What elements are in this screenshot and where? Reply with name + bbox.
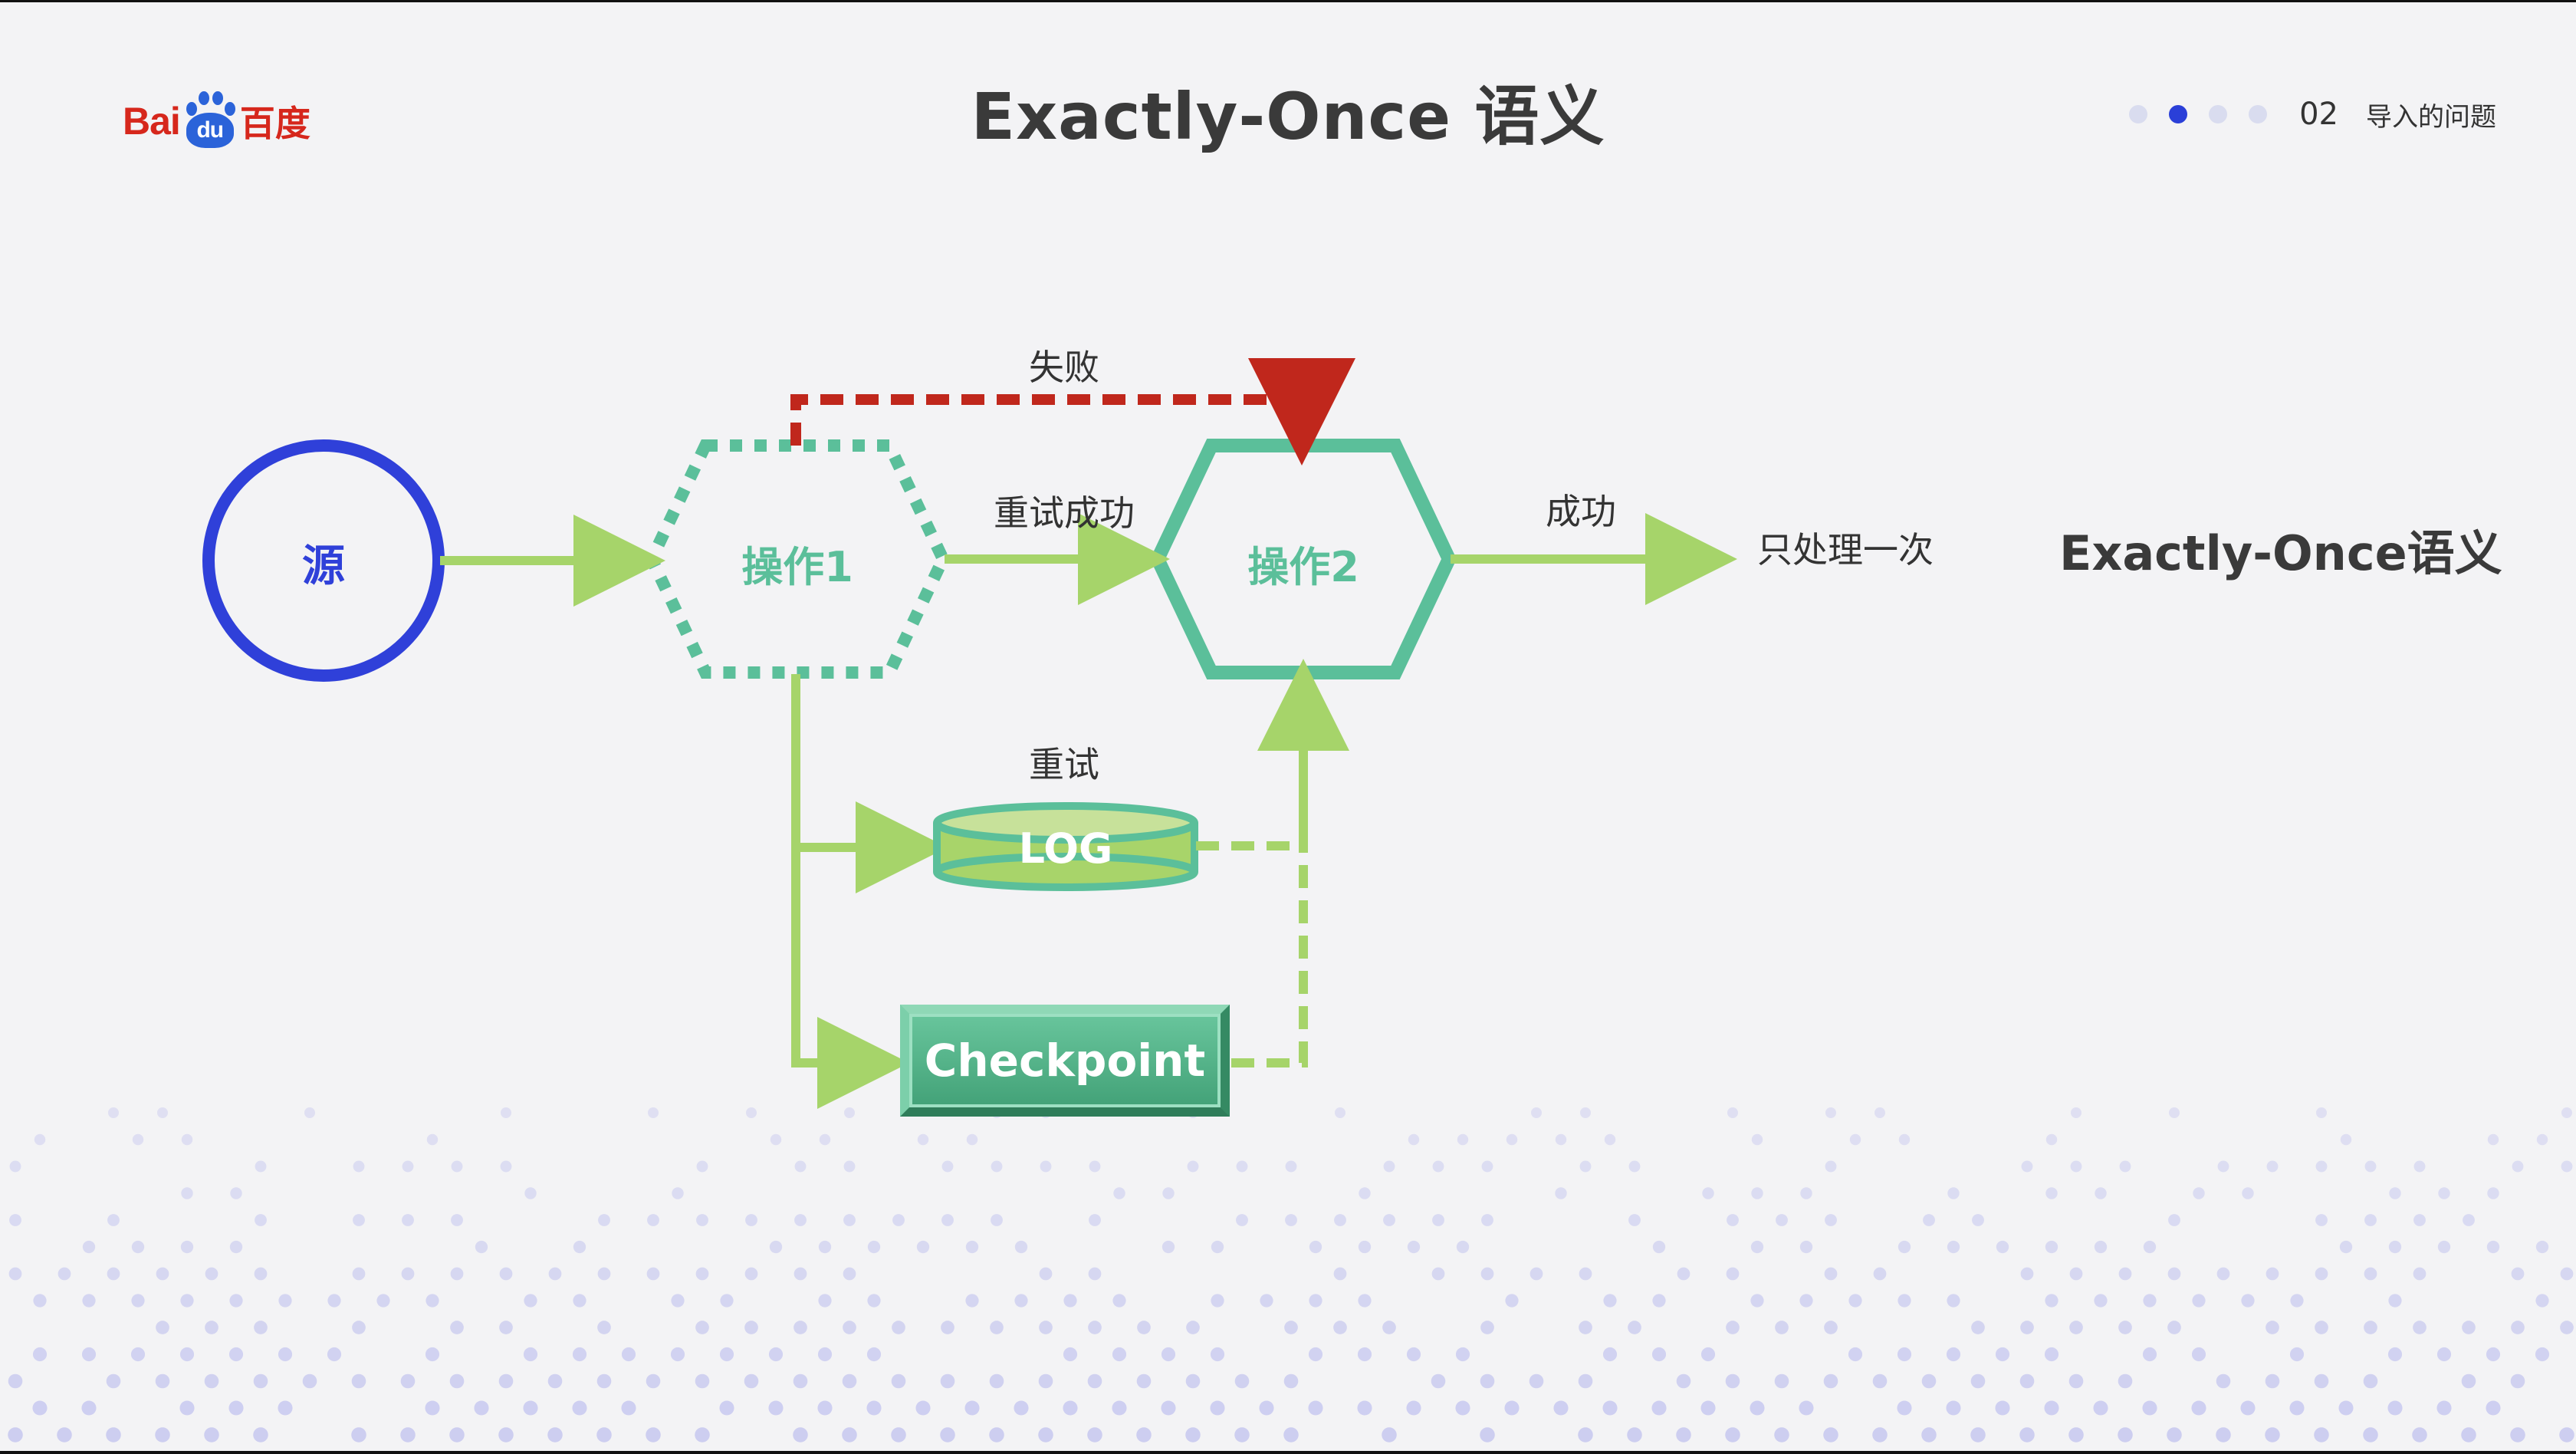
success-label: 成功 <box>1546 491 1616 532</box>
operation1-label: 操作1 <box>741 543 853 591</box>
retry-label: 重试 <box>1029 744 1099 785</box>
pager-dot[interactable] <box>2209 105 2228 123</box>
pager-dot[interactable] <box>2129 105 2148 123</box>
log-node <box>933 802 1198 891</box>
fail-label: 失败 <box>1029 347 1099 388</box>
paw-icon: du <box>182 91 238 151</box>
result-text: 只处理一次 <box>1757 529 1934 571</box>
section-title: 导入的问题 <box>2366 101 2496 133</box>
logo-text-han: 百度 <box>239 103 310 144</box>
operation2-label: 操作2 <box>1247 543 1359 591</box>
fail-path <box>790 358 1355 465</box>
baidu-logo: Bai du 百度 <box>123 87 310 156</box>
pager-dots <box>2118 105 2278 123</box>
checkpoint-label: Checkpoint <box>924 1035 1206 1087</box>
pager-dot[interactable] <box>2249 105 2268 123</box>
retry-success-label: 重试成功 <box>994 492 1135 534</box>
checkpoint-node <box>900 1005 1230 1117</box>
dashed-checkpoint-to-op2 <box>1231 846 1308 1067</box>
pager-dot[interactable] <box>2169 105 2188 123</box>
semantic-label: Exactly-Once语义 <box>2059 525 2502 581</box>
logo-text-du: du <box>186 113 234 148</box>
source-node <box>202 439 445 682</box>
source-label: 源 <box>302 541 345 591</box>
log-label: LOG <box>1018 824 1113 873</box>
page-title: Exactly-Once 语义 <box>971 79 1605 154</box>
section-number: 02 <box>2299 97 2338 132</box>
logo-text-bai: Bai <box>123 100 181 143</box>
slide-pager: 02 导入的问题 <box>2118 93 2496 136</box>
